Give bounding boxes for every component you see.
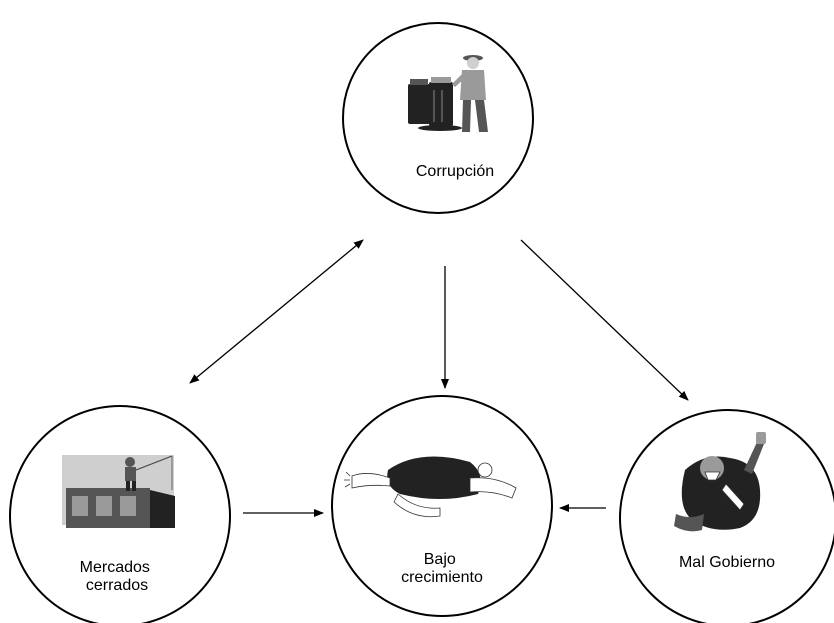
node-mercados-label: Mercados cerrados — [80, 559, 155, 594]
node-bajo-label: Bajo crecimiento — [401, 551, 483, 586]
man-on-fenced-building-illustration — [62, 455, 175, 528]
node-mercados: Mercados cerrados — [9, 405, 231, 623]
node-gobierno: Mal Gobierno — [619, 409, 834, 623]
collapsed-figure-illustration — [344, 456, 517, 518]
node-bajo: Bajo crecimiento — [331, 395, 553, 617]
node-corrupcion-label: Corrupción — [416, 163, 494, 180]
node-corrupcion: Corrupción — [342, 22, 534, 214]
node-gobierno-label: Mal Gobierno — [679, 554, 775, 571]
node-bajo-circle — [331, 395, 553, 617]
edge-corrupcion-mercados — [189, 239, 364, 384]
worker-with-trash-cans-illustration — [408, 55, 488, 132]
angry-politician-illustration — [674, 432, 766, 532]
edge-corrupcion-gobierno — [520, 239, 689, 401]
edges — [189, 239, 689, 517]
